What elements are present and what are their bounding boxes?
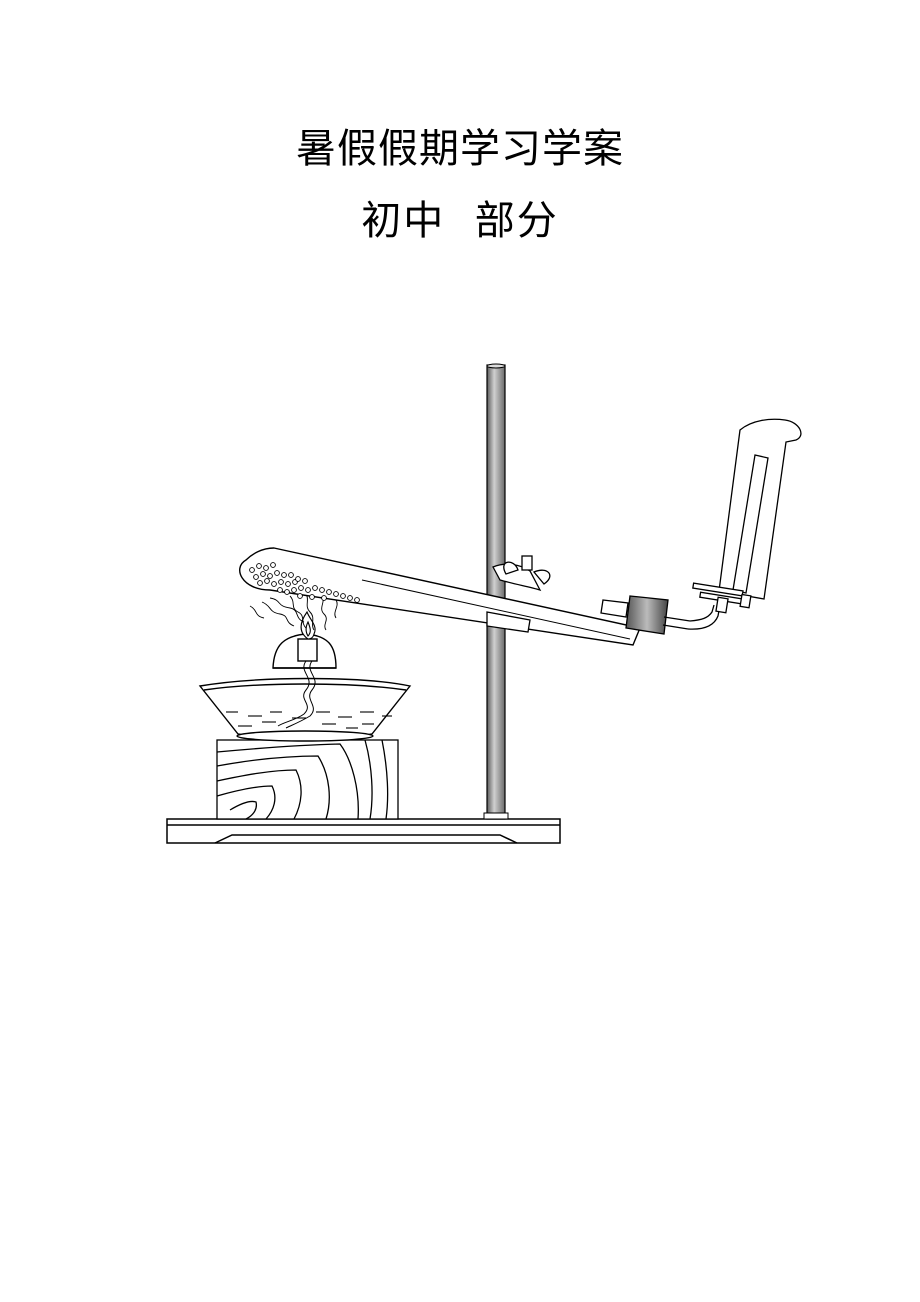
rubber-stopper (600, 595, 691, 635)
test-tube (239, 547, 641, 646)
flame-icon (300, 610, 316, 640)
tube-clamp (486, 555, 551, 633)
collection-tube (692, 418, 802, 614)
heat-wisps-icon (249, 593, 338, 631)
document-subtitle: 初中 部分 (361, 198, 559, 244)
delivery-tube (687, 604, 721, 630)
iron-stand-rod (483, 363, 509, 820)
alcohol-lamp (198, 633, 412, 742)
document-title: 暑假假期学习学案 (296, 126, 624, 172)
wooden-block (216, 739, 399, 820)
solid-particles-icon (249, 562, 360, 603)
iron-stand-base (166, 818, 561, 844)
